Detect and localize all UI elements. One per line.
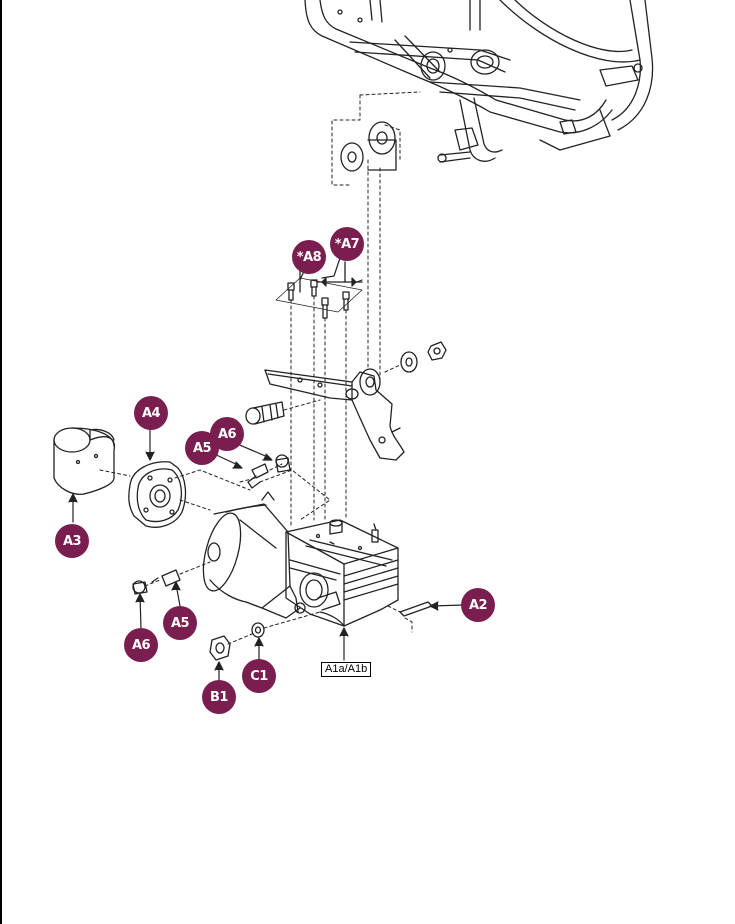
brush-assembly-top: [240, 455, 330, 520]
page-left-border: [0, 0, 2, 924]
motor-mount-bracket: [265, 369, 404, 460]
drive-key: [388, 602, 432, 632]
bracket-washer-nut: [385, 342, 446, 372]
chassis-frame: [305, 0, 653, 162]
gearbox-housing: [286, 520, 398, 626]
callout-a5-top: A5: [185, 431, 219, 465]
screw-assembly-lines: [291, 296, 346, 528]
callout-b1: B1: [202, 680, 236, 714]
frame-assembly-lines: [332, 92, 420, 380]
callout-a2: A2: [461, 588, 495, 622]
brake-assembly-disc: [129, 462, 250, 527]
gearbox-part-label: A1a/A1b: [321, 662, 372, 677]
frame-washers: [341, 122, 396, 171]
callout-a6-bottom: A6: [124, 628, 158, 662]
callout-a3: A3: [55, 524, 89, 558]
callout-c1: C1: [242, 659, 276, 693]
callout-a8: *A8: [292, 240, 326, 274]
brake-cover-ring: [54, 428, 130, 494]
brush-assembly-bottom: [133, 562, 210, 594]
drive-motor: [196, 492, 300, 618]
callout-leaders: [69, 258, 463, 680]
callout-a7: *A7: [330, 227, 364, 261]
callout-a4: A4: [134, 396, 168, 430]
axle-nut-washer: [210, 612, 320, 660]
pivot-bolt: [246, 400, 320, 424]
callout-a5-bottom: A5: [163, 606, 197, 640]
